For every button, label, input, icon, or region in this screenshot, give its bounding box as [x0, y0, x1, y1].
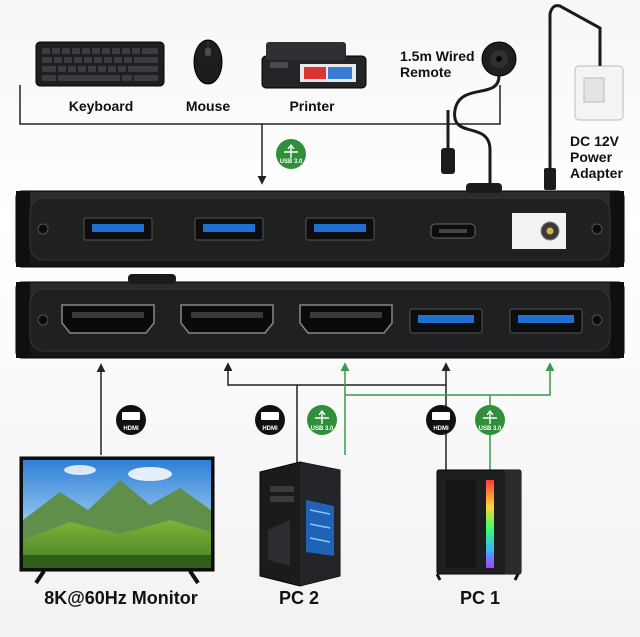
usb-port-front-2	[194, 217, 264, 241]
printer-label: Printer	[289, 98, 335, 114]
mouse-icon	[193, 39, 223, 85]
usb-badge-top-text: USB 3.0	[280, 159, 303, 165]
power-label-line1: DC 12V	[570, 133, 620, 149]
hdmi-badge-pc2: HDMI	[255, 405, 285, 435]
usb-badge-top: USB 3.0	[276, 139, 306, 169]
svg-text:USB 3.0: USB 3.0	[479, 426, 502, 432]
power-label-line3: Adapter	[570, 165, 623, 181]
hdmi-badge-monitor: HDMI	[116, 405, 146, 435]
peripheral-bracket	[19, 85, 501, 125]
svg-text:HDMI: HDMI	[123, 426, 139, 432]
pc2-tower-icon	[259, 461, 341, 587]
pc2-label: PC 2	[279, 588, 319, 608]
pc1-tower-icon	[435, 469, 522, 581]
svg-text:USB 3.0: USB 3.0	[311, 426, 334, 432]
usb-port-rear-pc2	[409, 308, 483, 334]
usb-badge-pc1: USB 3.0	[475, 405, 505, 435]
kvm-front-panel	[15, 183, 625, 268]
monitor-icon	[19, 456, 215, 585]
svg-text:HDMI: HDMI	[262, 426, 278, 432]
printer-icon	[261, 42, 367, 89]
usb-line-pc1	[344, 362, 555, 455]
usb-badge-pc2: USB 3.0	[307, 405, 337, 435]
keyboard-label: Keyboard	[69, 98, 134, 114]
svg-text:HDMI: HDMI	[433, 426, 449, 432]
hdmi-port-pc1	[299, 304, 393, 334]
remote-port	[430, 223, 476, 239]
usb-port-front-1	[83, 217, 153, 241]
usb-port-rear-pc1	[509, 308, 583, 334]
hdmi-port-out	[61, 304, 155, 334]
hdmi-badge-pc1: HDMI	[426, 405, 456, 435]
hdmi-line-pc2	[223, 362, 298, 470]
kvm-rear-panel	[15, 274, 625, 359]
usb-port-front-3	[305, 217, 375, 241]
dc-power-port	[512, 213, 566, 249]
mouse-label: Mouse	[186, 98, 231, 114]
keyboard-icon	[35, 41, 165, 87]
power-label-line2: Power	[570, 149, 613, 165]
remote-label-line2: Remote	[400, 64, 452, 80]
remote-label-line1: 1.5m Wired	[400, 48, 475, 64]
monitor-label: 8K@60Hz Monitor	[44, 588, 198, 608]
pc1-label: PC 1	[460, 588, 500, 608]
hdmi-port-pc2	[180, 304, 274, 334]
power-adapter-icon	[544, 4, 624, 190]
remote-icon	[441, 41, 517, 185]
